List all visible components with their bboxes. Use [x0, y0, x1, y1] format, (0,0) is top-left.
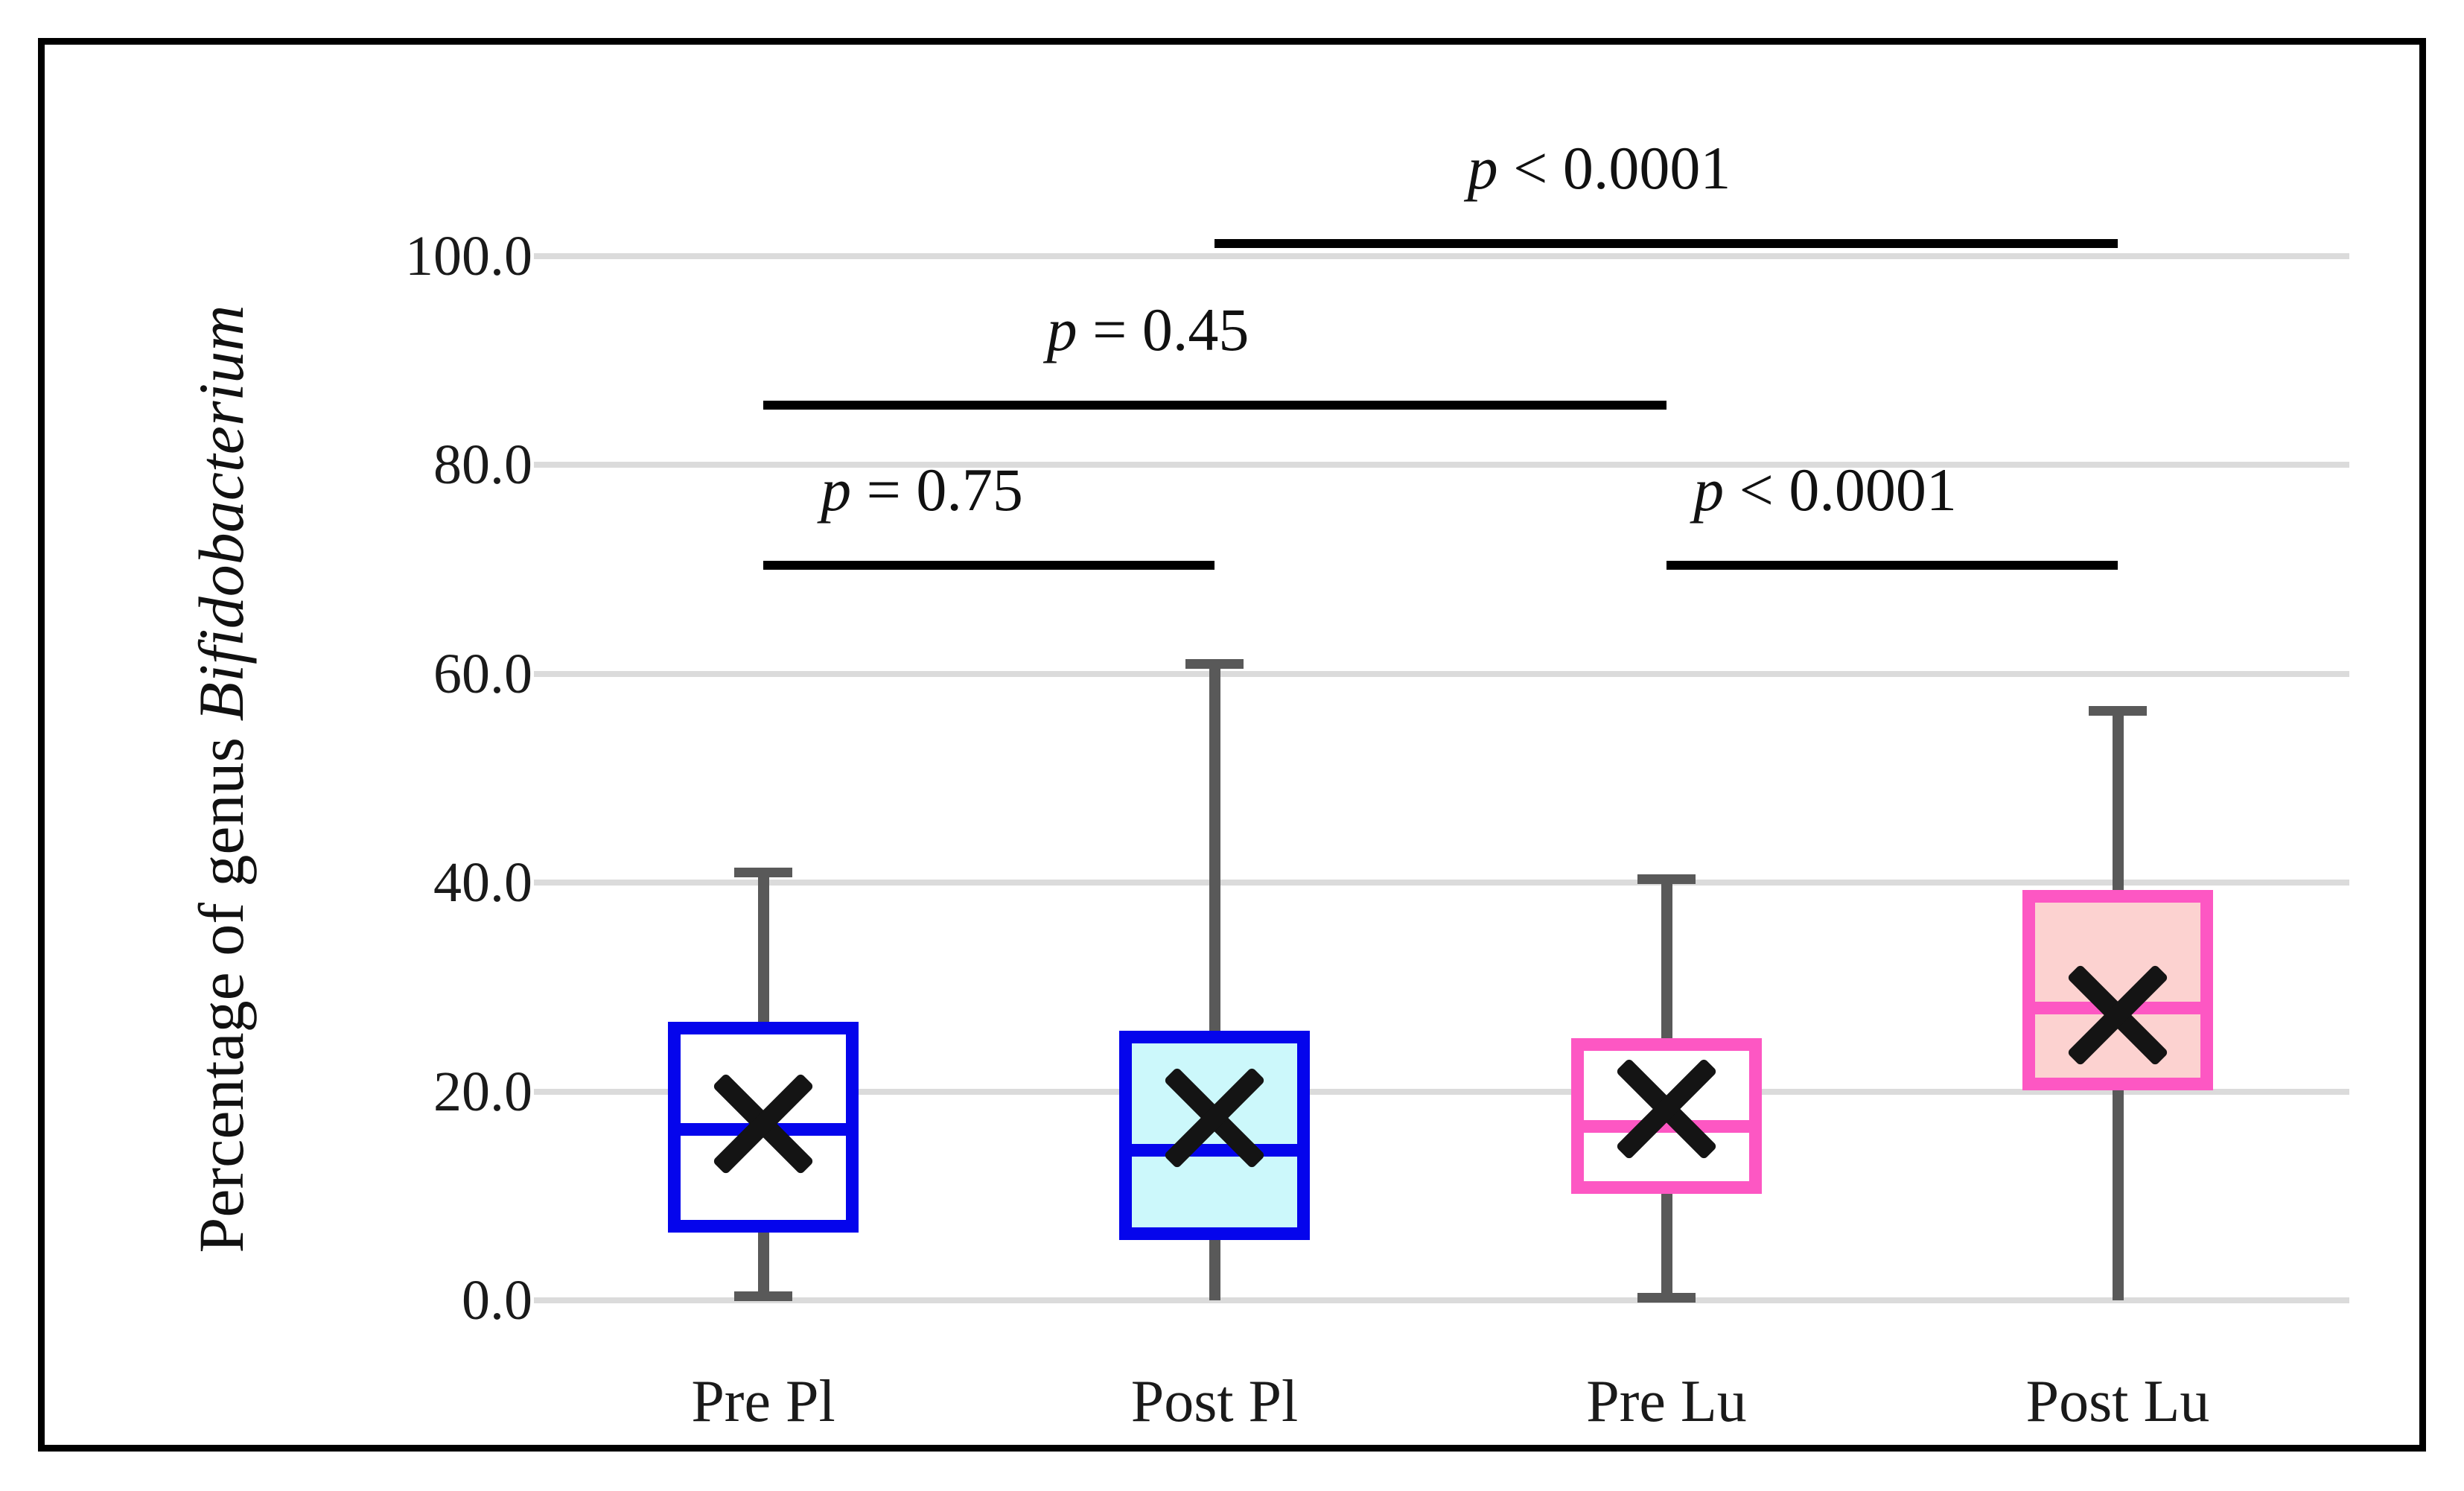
whisker-cap-bottom-pre-lu [1637, 1292, 1696, 1303]
x-category-label-post-lu: Post Lu [2025, 1369, 2210, 1434]
p-value-text: = 0.75 [851, 455, 1023, 524]
whisker-cap-top-post-lu [2089, 705, 2147, 716]
y-tick-label: 0.0 [462, 1269, 532, 1332]
whisker-cap-top-pre-lu [1637, 874, 1696, 884]
x-category-label-pre-pl: Pre Pl [691, 1369, 835, 1434]
significance-bar-1 [1666, 560, 2118, 570]
significance-label-2: p = 0.45 [888, 289, 1409, 371]
p-symbol: p [1046, 296, 1077, 364]
gridline-80 [534, 462, 2349, 468]
significance-label-0: p = 0.75 [661, 449, 1182, 531]
whisker-upper-pre-lu [1661, 878, 1672, 1039]
gridline-100 [534, 253, 2349, 259]
p-value-text: < 0.0001 [1497, 133, 1731, 202]
gridline-40 [534, 880, 2349, 886]
significance-bar-3 [1215, 238, 2118, 248]
p-symbol: p [1693, 455, 1725, 524]
significance-label-3: p < 0.0001 [1339, 127, 1860, 209]
significance-bar-2 [763, 401, 1666, 410]
whisker-lower-pre-lu [1661, 1193, 1672, 1297]
y-tick-label: 40.0 [433, 851, 532, 915]
y-tick-label: 100.0 [405, 225, 532, 287]
gridline-20 [534, 1088, 2349, 1095]
whisker-lower-post-lu [2112, 1090, 2124, 1300]
significance-label-1: p < 0.0001 [1564, 449, 2086, 531]
whisker-cap-top-post-pl [1185, 658, 1244, 669]
significance-bar-0 [763, 560, 1215, 570]
whisker-cap-bottom-pre-pl [734, 1291, 792, 1302]
p-value-text: < 0.0001 [1724, 455, 1957, 524]
whisker-cap-top-pre-pl [734, 868, 792, 878]
figure-border [38, 38, 2426, 1452]
y-tick-label: 60.0 [433, 642, 532, 705]
x-category-label-pre-lu: Pre Lu [1586, 1369, 1747, 1434]
p-symbol: p [821, 455, 852, 524]
p-symbol: p [1467, 133, 1498, 202]
gridline-0 [534, 1297, 2349, 1303]
y-tick-label: 20.0 [433, 1060, 532, 1123]
whisker-lower-post-pl [1209, 1239, 1220, 1300]
whisker-lower-pre-pl [757, 1232, 769, 1297]
y-tick-label: 80.0 [433, 433, 532, 497]
x-category-label-post-pl: Post Pl [1130, 1369, 1299, 1434]
gridline-60 [534, 670, 2349, 677]
whisker-upper-post-pl [1209, 663, 1220, 1031]
box-pre-lu [1571, 1038, 1762, 1194]
whisker-upper-pre-pl [757, 872, 769, 1022]
p-value-text: = 0.45 [1077, 296, 1249, 364]
whisker-upper-post-lu [2112, 710, 2124, 890]
